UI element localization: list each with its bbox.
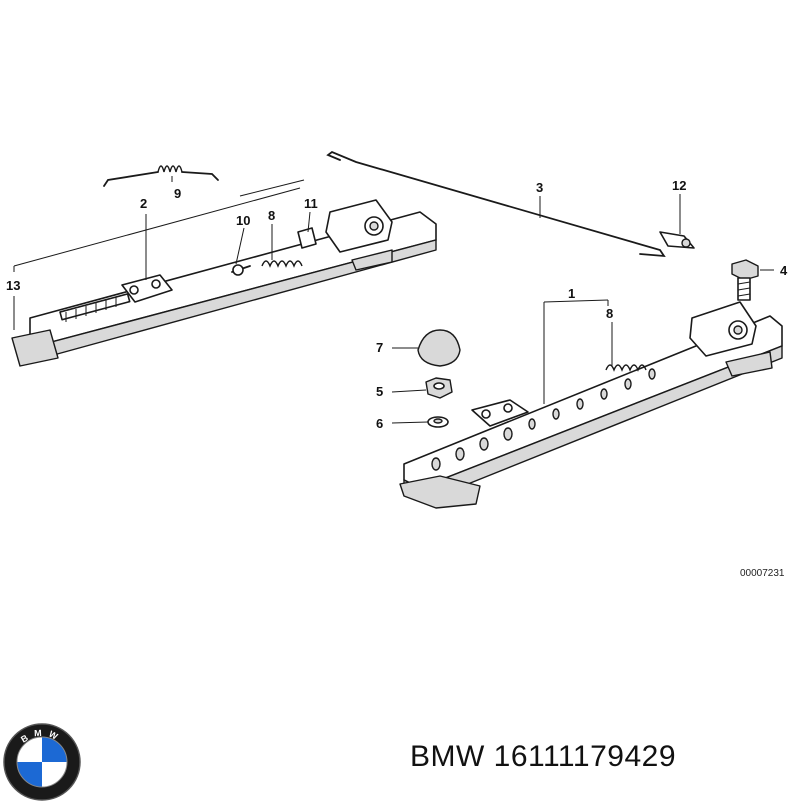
callout-12: 12 xyxy=(672,178,686,193)
callout-3: 3 xyxy=(536,180,543,195)
callout-4: 4 xyxy=(780,263,788,278)
callout-5: 5 xyxy=(376,384,383,399)
clip-part-12 xyxy=(659,231,695,249)
rail-slots xyxy=(59,293,131,322)
bmw-logo: BMW xyxy=(3,723,81,801)
nut-part-5 xyxy=(425,377,453,399)
left-seat-rail xyxy=(11,199,437,367)
callout-7: 7 xyxy=(376,340,383,355)
callout-labels: 1 2 3 4 5 6 7 8 8 9 10 11 12 13 xyxy=(6,178,788,431)
callout-11: 11 xyxy=(304,196,318,211)
callout-10: 10 xyxy=(236,213,250,228)
callout-1: 1 xyxy=(568,286,575,301)
callout-6: 6 xyxy=(376,416,383,431)
right-seat-rail xyxy=(399,301,783,509)
rail-holes xyxy=(431,368,656,471)
washer-part-6 xyxy=(427,416,449,428)
callout-2: 2 xyxy=(140,196,147,211)
cap-part-7 xyxy=(417,329,461,367)
callout-8-right: 8 xyxy=(606,306,613,321)
part-number-label: BMW 16111179429 xyxy=(410,740,677,773)
bolt-part-4 xyxy=(731,259,759,301)
callout-9: 9 xyxy=(174,186,181,201)
leader-lines xyxy=(13,176,774,424)
spring-part-9 xyxy=(103,165,219,187)
reference-number: 00007231 xyxy=(740,568,785,579)
callout-8-left: 8 xyxy=(268,208,275,223)
callout-13: 13 xyxy=(6,278,20,293)
rod-part-3 xyxy=(326,150,666,258)
